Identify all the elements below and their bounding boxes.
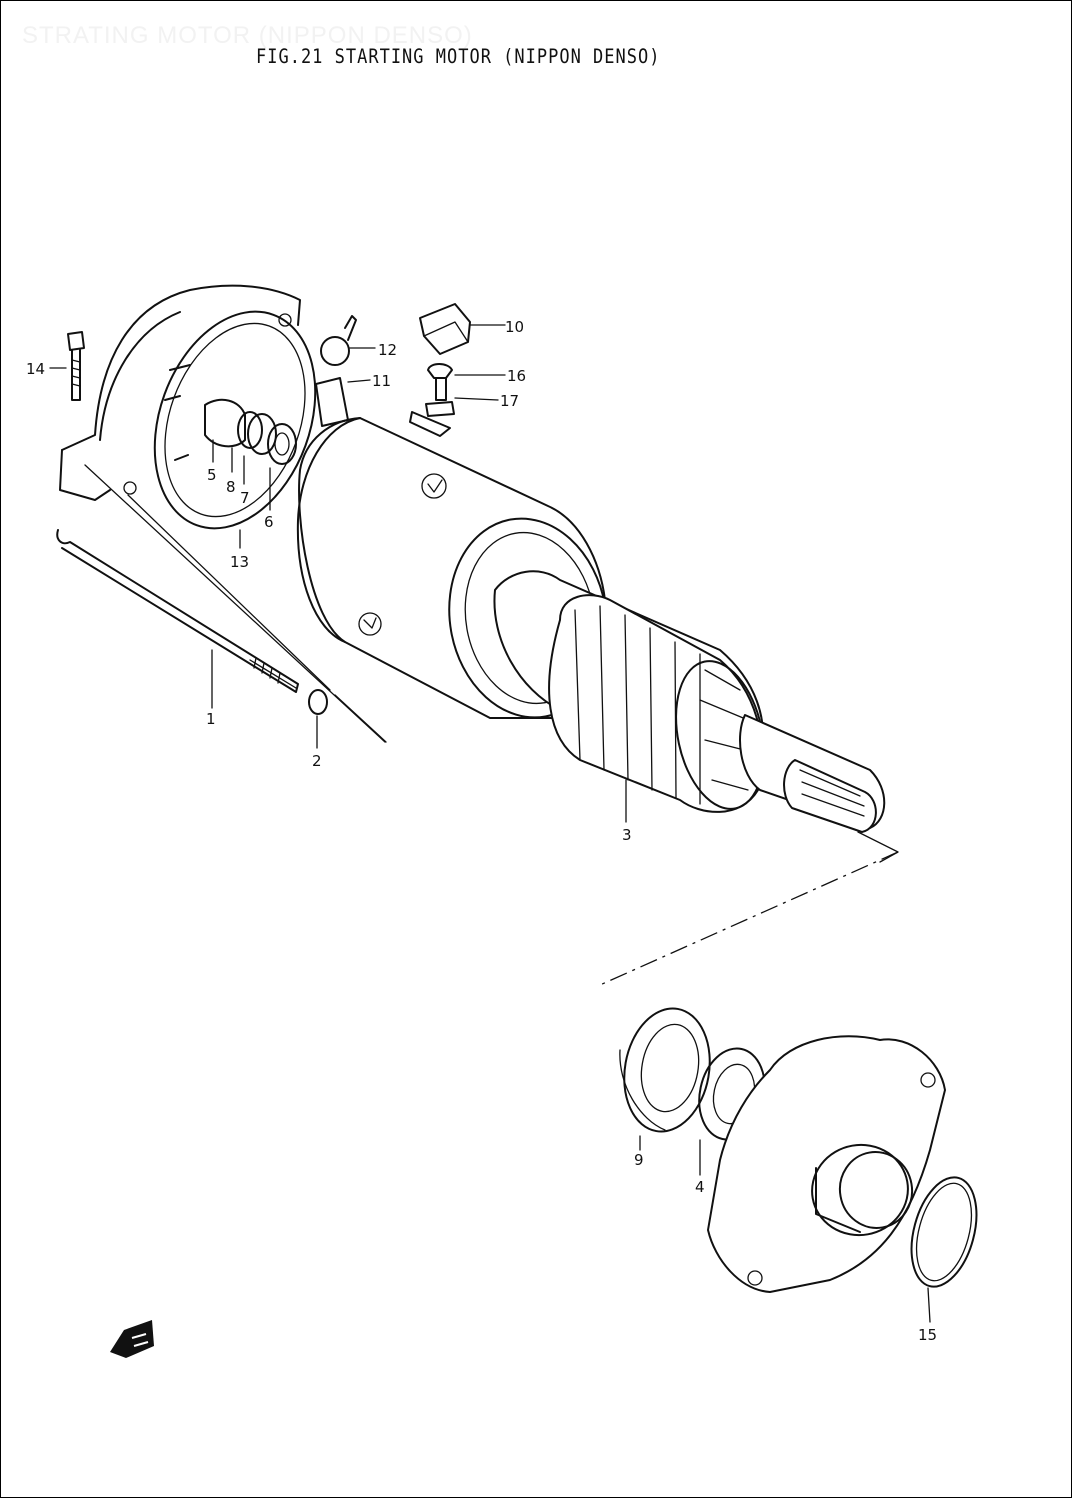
washer-2 [308,689,328,715]
rear-end-cover [59,284,317,530]
guide-line [127,494,331,691]
callout-5: 5 [207,466,217,484]
bearing-9 [619,1007,711,1133]
figure-title: FIG.21 STARTING MOTOR (NIPPON DENSO) [256,45,661,69]
callout-12: 12 [378,341,397,359]
callout-11: 11 [372,372,391,390]
guide-line [334,694,387,743]
callout-8: 8 [226,478,236,496]
callout-3: 3 [622,826,632,844]
callout-6: 6 [264,513,274,531]
callout-10: 10 [505,318,524,336]
callout-15: 15 [918,1326,937,1344]
armature [493,570,899,863]
callout-1: 1 [206,710,216,728]
bushing-and-washers [204,398,297,465]
callout-17: 17 [500,392,519,410]
through-bolt [56,529,299,693]
ghost-title: STRATING MOTOR (NIPPON DENSO) [22,22,473,49]
callout-16: 16 [507,367,526,385]
assembly-guide-line [599,851,899,986]
brush-and-small-parts [315,303,471,427]
callout-7: 7 [240,489,250,507]
front-arrow-icon [110,1320,154,1358]
o-ring-15 [910,1176,978,1288]
leader-lines [49,324,931,1323]
callout-14: 14 [26,360,45,378]
callout-2: 2 [312,752,322,770]
bolt-14 [67,331,85,401]
callout-9: 9 [634,1151,644,1169]
callout-4: 4 [695,1178,705,1196]
front-end-cover [707,1035,946,1293]
callout-13: 13 [230,553,249,571]
